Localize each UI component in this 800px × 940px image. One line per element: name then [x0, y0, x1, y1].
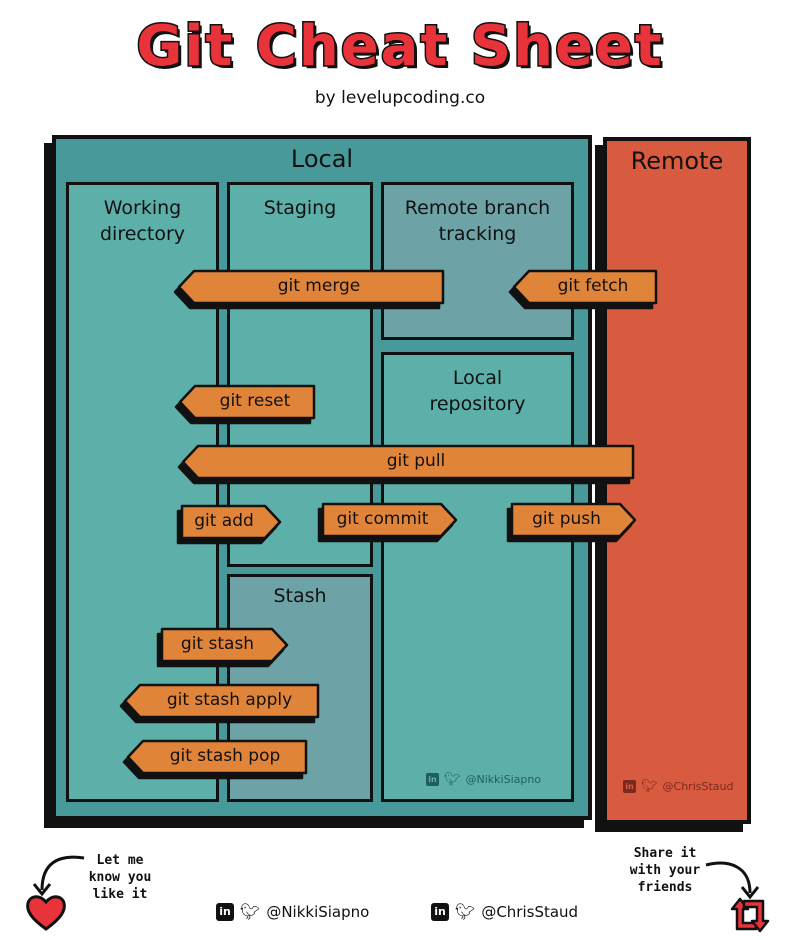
git-stash-pop-label: git stash pop	[169, 746, 281, 766]
arrow-shape	[160, 627, 289, 663]
arrow-shape	[512, 269, 658, 305]
working-directory-label: Working directory	[100, 197, 185, 245]
git-stash-pop-arrow: git stash pop	[126, 739, 308, 775]
git-add-label: git add	[194, 511, 254, 531]
arrow-shape	[510, 502, 637, 538]
arrow-shape	[123, 683, 320, 719]
share-curved-arrow-icon	[705, 861, 760, 900]
share-note: Share it with your friends	[629, 846, 701, 895]
remote-branch-tracking-area: Remote branch tracking	[381, 182, 574, 340]
linkedin-icon[interactable]: in	[431, 902, 449, 921]
git-reset-arrow: git reset	[178, 384, 316, 420]
arrow-shape	[321, 502, 458, 538]
git-fetch-arrow: git fetch	[512, 269, 658, 305]
git-add-arrow: git add	[180, 504, 282, 540]
footer-handle-nikki[interactable]: in 🐦︎ @NikkiSiapno	[216, 902, 369, 921]
page-title: Git Cheat Sheet	[135, 13, 664, 81]
twitter-icon: 🐦︎	[444, 772, 461, 787]
local-handle-text: @NikkiSiapno	[465, 773, 542, 786]
local-title: Local	[290, 145, 354, 173]
git-stash-apply-label: git stash apply	[166, 690, 293, 710]
arrow-shape	[177, 269, 445, 305]
like-curved-arrow-icon	[32, 855, 85, 897]
git-merge-arrow: git merge	[177, 269, 445, 305]
like-note: Let me know you like it	[88, 853, 152, 902]
footer-handle-text: @NikkiSiapno	[266, 902, 370, 921]
git-commit-label: git commit	[336, 509, 429, 529]
git-stash-apply-arrow: git stash apply	[123, 683, 320, 719]
arrow-shape	[126, 739, 308, 775]
remote-panel: Remote in 🐦︎ @ChrisStaud	[603, 137, 751, 824]
footer-handle-text: @ChrisStaud	[481, 902, 579, 921]
retweet-icon[interactable]	[726, 895, 774, 935]
footer-handle-chris[interactable]: in 🐦︎ @ChrisStaud	[431, 902, 578, 921]
git-merge-label: git merge	[277, 276, 361, 296]
linkedin-icon: in	[426, 773, 439, 786]
git-stash-label: git stash	[180, 634, 255, 654]
page-subtitle: by levelupcoding.co	[314, 88, 486, 108]
twitter-icon[interactable]: 🐦︎	[240, 902, 261, 921]
arrow-shape	[181, 444, 635, 480]
remote-title: Remote	[630, 147, 724, 175]
git-pull-arrow: git pull	[181, 444, 635, 480]
linkedin-icon: in	[623, 780, 636, 793]
arrow-shape	[180, 504, 282, 540]
local-handle: in 🐦︎ @NikkiSiapno	[426, 772, 541, 787]
git-commit-arrow: git commit	[321, 502, 458, 538]
heart-icon[interactable]	[24, 893, 68, 933]
remote-handle-text: @ChrisStaud	[662, 780, 734, 793]
git-stash-arrow: git stash	[160, 627, 289, 663]
twitter-icon[interactable]: 🐦︎	[455, 902, 476, 921]
git-push-label: git push	[532, 509, 601, 529]
git-pull-label: git pull	[386, 451, 446, 471]
git-reset-label: git reset	[219, 391, 291, 411]
git-fetch-label: git fetch	[557, 276, 629, 296]
arrow-shape	[178, 384, 316, 420]
twitter-icon: 🐦︎	[641, 779, 658, 794]
stash-label: Stash	[273, 585, 327, 607]
git-push-arrow: git push	[510, 502, 637, 538]
local-repository-area: Local repository in 🐦︎ @NikkiSiapno	[381, 352, 574, 802]
linkedin-icon[interactable]: in	[216, 902, 234, 921]
staging-label: Staging	[263, 197, 337, 219]
remote-handle: in 🐦︎ @ChrisStaud	[623, 779, 733, 794]
remote-branch-tracking-label: Remote branch tracking	[404, 197, 551, 245]
local-repository-label: Local repository	[429, 367, 526, 415]
